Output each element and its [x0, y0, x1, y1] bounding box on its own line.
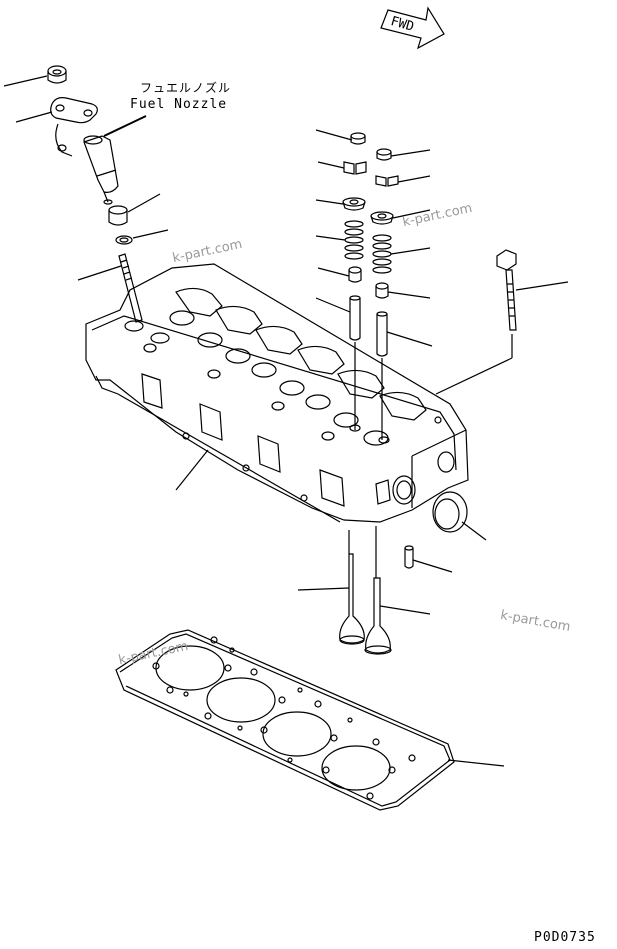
leader-nozzle — [104, 116, 146, 136]
cylinder-head — [86, 264, 468, 522]
leader-retainer-b — [393, 210, 430, 218]
fuel-nozzle-group — [4, 66, 168, 322]
leader-guide-a — [316, 298, 350, 312]
stem-seal-a — [349, 267, 361, 282]
stem-seal-b — [376, 283, 388, 298]
leader-retainer-a — [316, 200, 343, 204]
spring-retainer-a — [343, 198, 365, 210]
leader-keeper-a — [318, 162, 344, 168]
leader-pin — [413, 560, 452, 572]
leader-spring-a — [316, 236, 345, 240]
leader-washer — [133, 230, 168, 238]
valve-keeper-a — [344, 162, 366, 174]
leader-valve-b — [380, 606, 430, 614]
leader-cap-a — [316, 130, 352, 140]
intake-valve — [365, 526, 391, 654]
valve-guide-a — [350, 296, 360, 340]
leader-keeper-b — [398, 176, 430, 182]
fuel-nozzle-label-ja: フュエルノズル — [140, 81, 232, 95]
head-gasket — [116, 630, 454, 810]
dowel-pin — [405, 546, 413, 568]
leader-plug — [462, 522, 486, 540]
nozzle-seat — [109, 206, 127, 225]
leader-clamp — [16, 112, 52, 122]
fuel-nozzle-label-en: Fuel Nozzle — [130, 97, 228, 112]
leader-guide-b — [387, 332, 432, 346]
exhaust-valve — [340, 530, 365, 644]
valve-cap-b — [377, 149, 391, 160]
valve-guide-b — [377, 312, 387, 356]
leader-head — [176, 450, 208, 490]
nozzle-clamp — [51, 98, 98, 123]
valve-cap-a — [351, 133, 365, 144]
leader-bolt — [516, 282, 568, 290]
leader-valve-a — [298, 588, 349, 590]
nozzle-nut — [48, 66, 66, 83]
valve-train-group — [316, 130, 432, 440]
drawing-code: P0D0735 — [534, 930, 596, 945]
leader-nut — [4, 76, 47, 86]
expansion-plug — [433, 492, 467, 532]
spring-retainer-b — [371, 212, 393, 224]
leader-stud — [78, 266, 121, 280]
head-bolt — [436, 250, 516, 394]
fuel-nozzle — [56, 124, 118, 204]
leader-spring-b — [391, 248, 430, 254]
valve-spring-a — [345, 221, 363, 259]
fwd-arrow-icon — [381, 8, 444, 48]
leader-seal-b — [388, 292, 430, 298]
leader-cap-b — [391, 150, 430, 156]
leader-seal-a — [318, 268, 349, 276]
stud-bolt — [119, 254, 142, 322]
leader-seat — [128, 194, 160, 212]
nozzle-washer — [116, 236, 132, 244]
valve-keeper-b — [376, 176, 398, 186]
valve-spring-b — [373, 235, 391, 273]
leader-gasket — [448, 760, 504, 766]
